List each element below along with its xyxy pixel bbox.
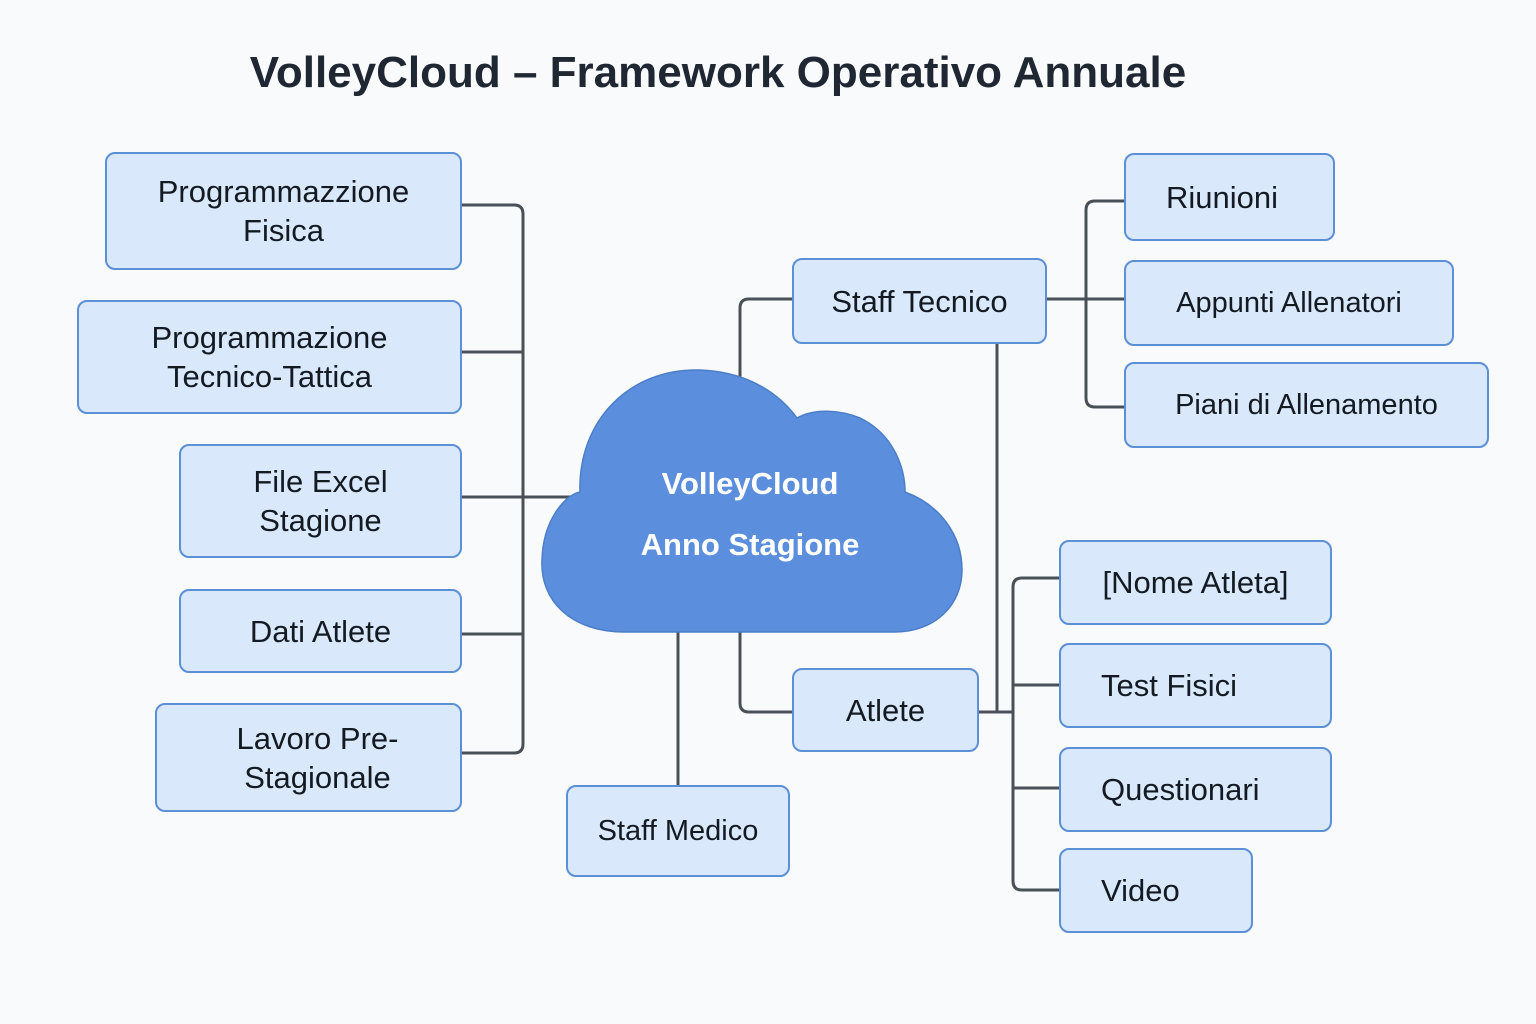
- diagram-title: VolleyCloud – Framework Operativo Annual…: [249, 48, 1187, 97]
- connector-cloud-staff-tecnico: [738, 297, 793, 378]
- node-riunioni[interactable]: Riunioni: [1124, 153, 1335, 241]
- node-staff-tecnico[interactable]: Staff Tecnico: [792, 258, 1047, 344]
- node-nome-atleta[interactable]: [Nome Atleta]: [1059, 540, 1332, 625]
- node-label: Programmazzione: [157, 174, 410, 209]
- cloud-shape: [541, 369, 963, 633]
- cloud-label-line1: VolleyCloud: [661, 466, 839, 501]
- connector-cloud-atlete: [738, 632, 793, 714]
- node-label: Staff Tecnico: [831, 283, 1008, 319]
- connector-left-trunk: [462, 203, 525, 755]
- node-label: Staff Medico: [597, 814, 759, 847]
- cloud-label-line2: Anno Stagione: [640, 527, 860, 562]
- node-dati-atlete[interactable]: Dati Atlete: [179, 589, 462, 673]
- node-label: File Excel: [253, 464, 388, 499]
- node-atlete[interactable]: Atlete: [792, 668, 979, 752]
- node-label: Programmazione: [151, 320, 388, 355]
- node-label: Riunioni: [1166, 179, 1279, 215]
- node-label: Stagione: [259, 503, 382, 538]
- node-label: Atlete: [845, 692, 926, 728]
- node-piani-di-allenamento[interactable]: Piani di Allenamento: [1124, 362, 1489, 448]
- node-label: Video: [1101, 873, 1180, 908]
- node-label: Piani di Allenamento: [1175, 388, 1438, 421]
- node-label: Lavoro Pre-: [236, 720, 399, 756]
- node-label: Dati Atlete: [249, 613, 392, 649]
- node-questionari[interactable]: Questionari: [1059, 747, 1332, 832]
- node-label: Fisica: [243, 213, 324, 248]
- node-label: Test Fisici: [1101, 668, 1238, 703]
- node-staff-medico[interactable]: Staff Medico: [566, 785, 790, 877]
- connector-staff-tecnico-children: [1084, 199, 1125, 409]
- node-test-fisici[interactable]: Test Fisici: [1059, 643, 1332, 728]
- connector-atlete-children: [1011, 576, 1060, 892]
- node-video[interactable]: Video: [1059, 848, 1253, 933]
- node-label: Questionari: [1101, 772, 1260, 807]
- node-label: Stagionale: [244, 759, 391, 795]
- node-appunti-allenatori[interactable]: Appunti Allenatori: [1124, 260, 1454, 346]
- node-label: Appunti Allenatori: [1176, 286, 1402, 319]
- node-label: [Nome Atleta]: [1102, 565, 1289, 600]
- node-lavoro-pre-stagionale[interactable]: Lavoro Pre-Stagionale: [155, 703, 462, 812]
- node-label: Tecnico-Tattica: [166, 359, 372, 394]
